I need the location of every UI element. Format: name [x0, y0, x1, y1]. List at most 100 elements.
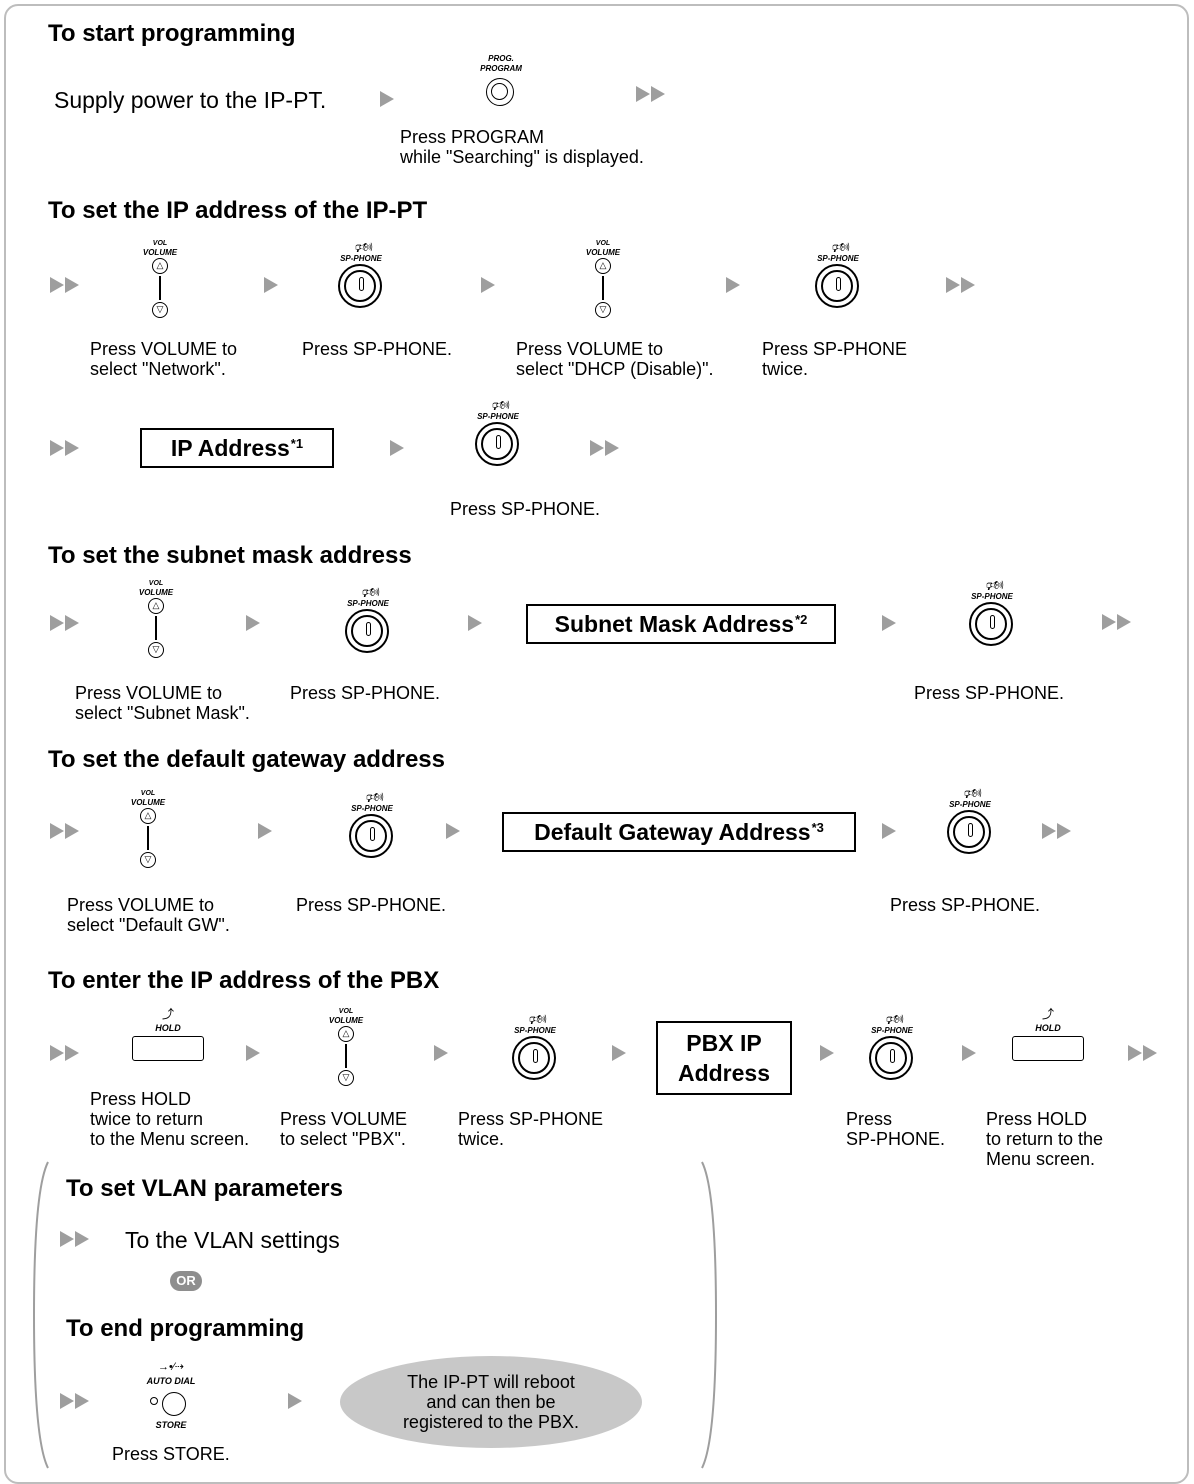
volume-down-icon: ▽: [140, 852, 156, 868]
speaker-icon: 🕬: [492, 397, 510, 413]
arrow-continue: [1128, 1045, 1157, 1061]
volume-label: VOLUME: [130, 798, 166, 807]
vol-label: VOL: [148, 580, 164, 587]
arrow-next: [258, 823, 272, 839]
arrow-next: [882, 615, 896, 631]
sp-phone-key: 🕬 SP-PHONE: [468, 398, 528, 468]
or-badge: OR: [170, 1271, 202, 1291]
heading-end-programming: To end programming: [66, 1315, 305, 1342]
hold-label: HOLD: [1035, 1023, 1061, 1033]
sp-phone-key: 🕬 SP-PHONE: [962, 578, 1022, 648]
heading-vlan: To set VLAN parameters: [66, 1175, 343, 1202]
volume-up-icon: △: [338, 1026, 354, 1042]
ip-address-box: IP Address*1: [140, 428, 334, 468]
press-store-caption: Press STORE.: [112, 1444, 230, 1464]
right-bracket: [701, 1161, 718, 1469]
arrow-next: [264, 277, 278, 293]
volume-up-icon: △: [152, 258, 168, 274]
ip-step1-caption: Press VOLUME to select "Network".: [90, 339, 238, 379]
speaker-icon: 🕬: [832, 239, 850, 255]
volume-up-icon: △: [148, 598, 164, 614]
speaker-icon: 🕬: [366, 789, 384, 805]
sp-phone-label: SP-PHONE: [351, 804, 393, 813]
arrow-next: [468, 615, 482, 631]
volume-label: VOLUME: [585, 248, 621, 257]
pbx-step4-caption: Press SP-PHONE.: [846, 1109, 946, 1149]
volume-down-icon: ▽: [152, 302, 168, 318]
pbx-step3-caption: Press SP-PHONE twice.: [458, 1109, 604, 1149]
ip-step2-caption: Press SP-PHONE.: [302, 339, 453, 359]
subnet-step2-caption: Press SP-PHONE.: [290, 683, 441, 703]
arrow-next: [446, 823, 460, 839]
vol-label: VOL: [338, 1008, 354, 1015]
volume-key: VOL VOLUME △ ▽: [136, 580, 176, 660]
vol-label: VOL: [595, 240, 611, 247]
heading-pbx-address: To enter the IP address of the PBX: [48, 967, 440, 994]
arrow-next: [820, 1045, 834, 1061]
ip-step3-caption: Press VOLUME to select "DHCP (Disable)".: [516, 339, 714, 379]
volume-up-icon: △: [140, 808, 156, 824]
reboot-bubble: The IP-PT will reboot and can then be re…: [340, 1356, 642, 1448]
arrow-next: [434, 1045, 448, 1061]
speaker-icon: 🕬: [986, 577, 1004, 593]
heading-start-programming: To start programming: [48, 20, 296, 47]
sp-phone-key: 🕬 SP-PHONE: [338, 585, 398, 655]
hold-arrow-icon: ⤴: [1041, 1007, 1054, 1021]
volume-label: VOLUME: [142, 248, 178, 257]
arrow-next: [882, 823, 896, 839]
heading-default-gateway: To set the default gateway address: [48, 746, 445, 773]
gateway-step1-caption: Press VOLUME to select "Default GW".: [67, 895, 230, 935]
arrow-next: [726, 277, 740, 293]
volume-key: VOL VOLUME △ ▽: [583, 240, 623, 320]
led-icon: [150, 1397, 158, 1405]
volume-key: VOL VOLUME △ ▽: [128, 790, 168, 870]
store-button-icon: [162, 1392, 186, 1416]
arrow-continue: [590, 440, 619, 456]
sp-phone-key: 🕬 SP-PHONE: [940, 786, 1000, 856]
program-button-icon: [486, 78, 514, 106]
left-bracket: [32, 1161, 49, 1469]
arrow-next: [481, 277, 495, 293]
volume-label: VOLUME: [138, 588, 174, 597]
arrow-next: [246, 1045, 260, 1061]
arrow-next: [962, 1045, 976, 1061]
vol-label: VOL: [140, 790, 156, 797]
volume-up-icon: △: [595, 258, 611, 274]
ip-step4-caption: Press SP-PHONE twice.: [762, 339, 908, 379]
program-key: PROG. PROGRAM: [466, 54, 536, 114]
supply-power-text: Supply power to the IP-PT.: [54, 87, 327, 113]
volume-down-icon: ▽: [595, 302, 611, 318]
speaker-icon: 🕬: [529, 1011, 547, 1027]
page-frame: [4, 4, 1189, 1484]
ip-step5-caption: Press SP-PHONE.: [450, 499, 601, 519]
arrow-continue: [50, 615, 79, 631]
pbx-ip-address-box: PBX IP Address: [656, 1021, 792, 1095]
hold-arrow-icon: ⤴: [161, 1007, 174, 1021]
arrow-continue: [60, 1231, 89, 1247]
arrow-next: [390, 440, 404, 456]
program-label: PROGRAM: [480, 64, 522, 73]
heading-subnet-mask: To set the subnet mask address: [48, 542, 412, 569]
arrow-continue: [946, 277, 975, 293]
speaker-icon: 🕬: [362, 584, 380, 600]
hold-key: ⤴ HOLD: [130, 1008, 206, 1066]
heading-ip-address: To set the IP address of the IP-PT: [48, 197, 428, 224]
arrow-continue: [50, 440, 79, 456]
vlan-settings-text: To the VLAN settings: [125, 1227, 340, 1253]
sp-phone-key: 🕬 SP-PHONE: [862, 1012, 922, 1082]
volume-label: VOLUME: [328, 1016, 364, 1025]
gateway-step2-caption: Press SP-PHONE.: [296, 895, 447, 915]
default-gateway-box: Default Gateway Address*3: [502, 812, 856, 852]
arrow-next: [612, 1045, 626, 1061]
subnet-mask-box: Subnet Mask Address*2: [526, 604, 836, 644]
vol-label: VOL: [152, 240, 168, 247]
auto-dial-store-key: →•⁄⇢ AUTO DIAL STORE: [126, 1360, 216, 1440]
store-label: STORE: [155, 1420, 187, 1430]
sp-phone-label: SP-PHONE: [340, 254, 382, 263]
auto-dial-arrows-icon: →•⁄⇢: [158, 1361, 184, 1373]
arrow-continue: [1102, 614, 1131, 630]
volume-down-icon: ▽: [338, 1070, 354, 1086]
speaker-icon: 🕬: [355, 239, 373, 255]
sp-phone-label: SP-PHONE: [477, 412, 519, 421]
hold-label: HOLD: [155, 1023, 181, 1033]
